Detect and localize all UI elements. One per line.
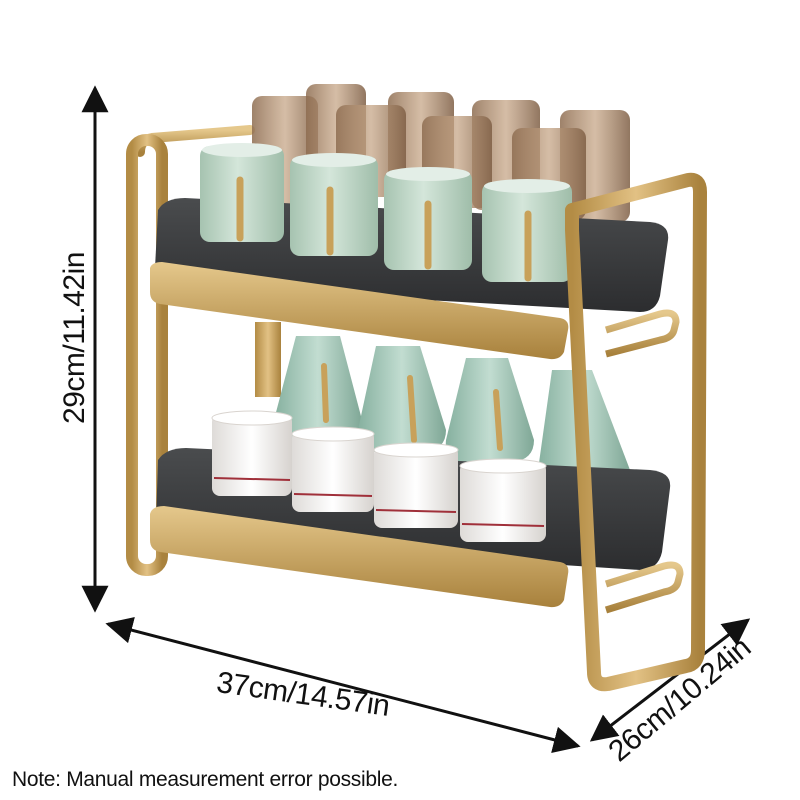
green-mugs	[200, 143, 572, 282]
dish-rack	[126, 84, 707, 692]
measurement-note: Note: Manual measurement error possible.	[12, 768, 399, 791]
depth-arrow	[589, 618, 751, 742]
side-handles	[604, 309, 684, 614]
height-dimension-label: 29cm/11.42in	[58, 252, 91, 424]
white-cups	[211, 410, 547, 542]
width-arrow	[105, 617, 581, 753]
